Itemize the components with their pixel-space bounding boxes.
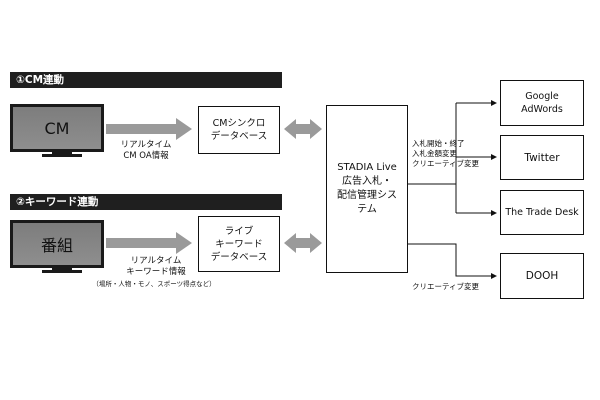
cm-sync-database-label: CMシンクロ データベース — [210, 118, 268, 142]
destination-label: The Trade Desk — [505, 207, 579, 218]
destination-label: Google AdWords — [521, 91, 563, 115]
connector-label-upper: 入札開始・終了 入札金額変更 クリエーティブ変更 — [412, 139, 480, 168]
double-arrow-kw — [284, 233, 322, 253]
tv-program: 番組 — [10, 220, 104, 268]
destination-label: Twitter — [524, 151, 560, 164]
live-keyword-database: ライブ キーワード データベース — [198, 216, 280, 272]
destination-twitter: Twitter — [500, 135, 584, 180]
arrow-label-keyword: リアルタイム キーワード情報 — [126, 256, 186, 277]
destination-google-adwords: Google AdWords — [500, 80, 584, 126]
double-arrow-cm — [284, 119, 322, 139]
tv-stand-program — [42, 266, 82, 273]
tv-cm-label: CM — [44, 118, 70, 138]
destination-dooh: DOOH — [500, 253, 584, 299]
section-bar-cm: ①CM連動 — [10, 72, 282, 88]
cm-sync-database: CMシンクロ データベース — [198, 106, 280, 154]
section-title-cm: ①CM連動 — [16, 74, 65, 86]
destination-label: DOOH — [525, 270, 559, 282]
live-keyword-database-label: ライブ キーワード データベース — [210, 225, 268, 263]
arrow-label-cm: リアルタイム CM OA情報 — [120, 140, 172, 161]
connector-label-lower: クリエーティブ変更 — [412, 282, 480, 291]
tv-program-label: 番組 — [40, 236, 73, 255]
stadia-live-system: STADIA Live 広告入札・ 配信管理シス テム — [326, 105, 408, 273]
line-to-dooh — [408, 243, 497, 279]
section-bar-keyword: ②キーワード連動 — [10, 194, 282, 210]
arrow-cm-to-db — [106, 118, 192, 140]
stadia-live-system-label: STADIA Live 広告入札・ 配信管理シス テム — [337, 162, 397, 215]
tv-cm: CM — [10, 104, 104, 152]
arrow-kw-to-db — [106, 232, 192, 254]
arrow-note-keyword: （場所・人物・モノ、スポーツ得点など） — [92, 280, 216, 288]
line-to-destinations — [408, 103, 457, 213]
tv-stand-cm — [42, 150, 82, 157]
section-title-keyword: ②キーワード連動 — [16, 196, 99, 208]
destination-the-trade-desk: The Trade Desk — [500, 190, 584, 235]
